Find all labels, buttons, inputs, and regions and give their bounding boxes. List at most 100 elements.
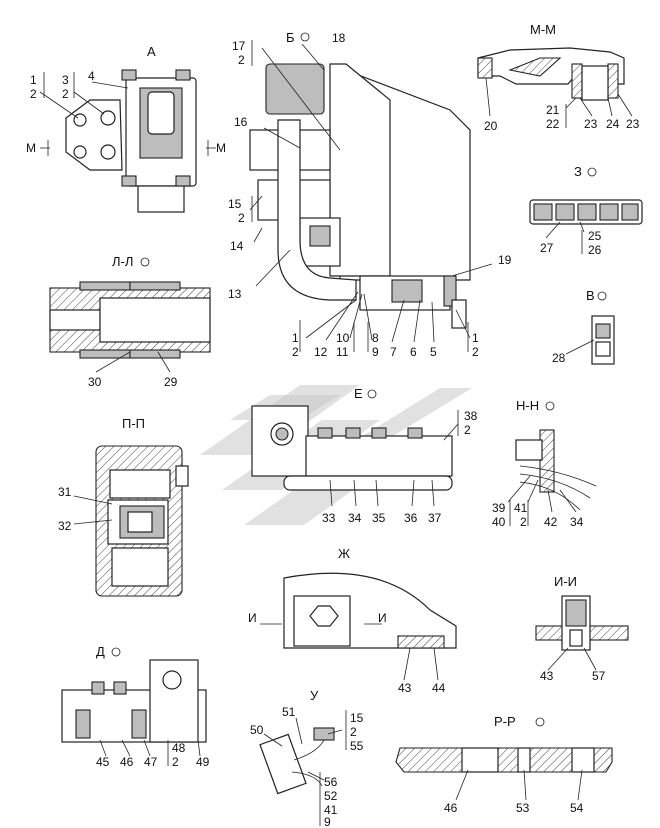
view-v: В	[565, 288, 615, 365]
callout-10: 10	[336, 331, 350, 345]
callout-23a: 23	[584, 117, 598, 131]
callout-20: 20	[484, 119, 498, 133]
callout-23b: 23	[626, 117, 640, 131]
callout-46-d: 46	[120, 755, 134, 769]
callout-7: 7	[390, 345, 397, 359]
callout-29: 29	[164, 375, 178, 389]
callout-35: 35	[372, 511, 386, 525]
callout-2-u: 2	[350, 725, 357, 739]
view-pp-title: П-П	[122, 416, 145, 431]
view-zh: Ж	[260, 546, 457, 681]
callout-44: 44	[432, 681, 446, 695]
callout-32: 32	[58, 519, 72, 533]
callout-4: 4	[88, 69, 95, 83]
callout-56: 56	[324, 775, 338, 789]
callout-17: 17	[232, 39, 246, 53]
view-ll-title: Л-Л	[112, 254, 133, 269]
callout-34-n: 34	[570, 515, 584, 529]
section-i-left: И	[248, 611, 257, 625]
callout-15-b: 15	[228, 197, 242, 211]
view-z-title: З	[574, 164, 582, 179]
section-m-left: М	[26, 141, 36, 155]
callout-57: 57	[592, 669, 606, 683]
callout-40: 40	[492, 515, 506, 529]
view-e: Е	[251, 386, 459, 507]
callout-42: 42	[544, 515, 558, 529]
callout-46-r: 46	[444, 801, 458, 815]
callout-43-zh: 43	[398, 681, 412, 695]
view-mm-title: М-М	[530, 22, 556, 37]
callout-50: 50	[250, 723, 264, 737]
callout-37: 37	[428, 511, 442, 525]
callout-6: 6	[410, 345, 417, 359]
callout-9-b: 9	[372, 345, 379, 359]
callout-12: 12	[314, 345, 328, 359]
view-u: У	[259, 688, 347, 826]
callout-1-b: 1	[292, 331, 299, 345]
view-r-r: Р-Р	[395, 714, 613, 801]
callout-24: 24	[606, 117, 620, 131]
view-b: Б	[249, 30, 493, 352]
callout-2-d: 2	[172, 755, 179, 769]
callout-33: 33	[322, 511, 336, 525]
callout-14: 14	[230, 239, 244, 253]
callout-36: 36	[404, 511, 418, 525]
callout-2-e: 2	[464, 423, 471, 437]
callout-54: 54	[570, 801, 584, 815]
callout-21: 21	[546, 103, 560, 117]
callout-34-e: 34	[348, 511, 362, 525]
view-ii-title: И-И	[554, 574, 577, 589]
section-m-right: М	[216, 141, 226, 155]
view-b-title: Б	[286, 30, 295, 45]
callout-1-b2: 1	[472, 331, 479, 345]
view-u-title: У	[310, 688, 319, 703]
callout-13: 13	[228, 287, 242, 301]
callout-1-a: 1	[30, 73, 37, 87]
callout-16: 16	[234, 115, 248, 129]
view-a: А	[39, 44, 216, 213]
callout-41-n: 41	[514, 501, 528, 515]
view-l-l: Л-Л	[49, 254, 211, 373]
callout-3-a: 3	[62, 73, 69, 87]
callout-43-ii: 43	[540, 669, 554, 683]
view-v-title: В	[586, 288, 595, 303]
callout-11: 11	[336, 345, 349, 359]
callout-49: 49	[196, 755, 210, 769]
callout-48: 48	[172, 741, 186, 755]
callout-45: 45	[96, 755, 110, 769]
view-i-i: И-И	[535, 574, 629, 671]
view-d-title: Д	[96, 644, 105, 659]
callout-41-u: 41	[324, 803, 338, 817]
view-rr-title: Р-Р	[494, 714, 516, 729]
view-z: З	[529, 164, 643, 254]
callout-2-b1: 2	[238, 53, 245, 67]
view-nn-title: Н-Н	[516, 398, 539, 413]
callout-27: 27	[540, 241, 554, 255]
callout-8: 8	[372, 331, 379, 345]
callout-15-u: 15	[350, 711, 364, 725]
callout-2-n: 2	[520, 515, 527, 529]
callout-52: 52	[324, 789, 338, 803]
callout-5: 5	[430, 345, 437, 359]
callout-55: 55	[350, 739, 364, 753]
callout-31: 31	[58, 485, 72, 499]
section-i-right: И	[378, 611, 387, 625]
callout-51: 51	[282, 705, 296, 719]
callout-2-b3: 2	[292, 345, 299, 359]
callout-9-u: 9	[324, 815, 331, 828]
callout-53: 53	[516, 801, 530, 815]
view-e-title: Е	[354, 386, 363, 401]
callout-26: 26	[588, 243, 602, 257]
callout-2-a: 2	[30, 87, 37, 101]
callout-2-a2: 2	[62, 87, 69, 101]
callout-19: 19	[498, 253, 512, 267]
callout-25: 25	[588, 229, 602, 243]
callout-38: 38	[464, 409, 478, 423]
callout-2-b4: 2	[472, 345, 479, 359]
callout-30: 30	[88, 375, 102, 389]
callout-47: 47	[144, 755, 158, 769]
callout-18: 18	[332, 31, 346, 45]
callout-28: 28	[552, 351, 566, 365]
